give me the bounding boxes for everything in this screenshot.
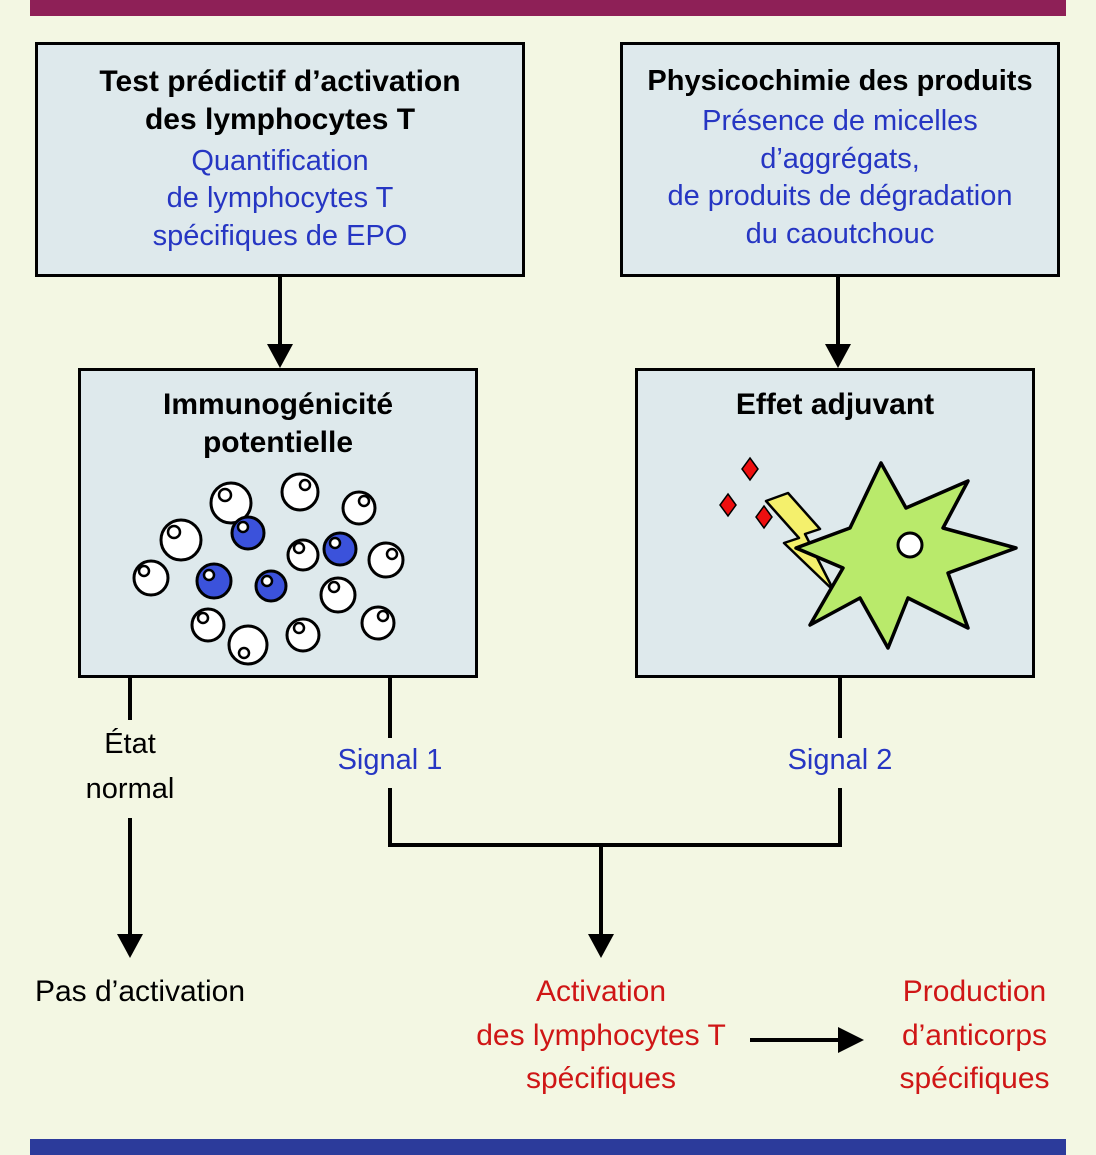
arrow-physico-to-adjuvant: [825, 277, 851, 368]
resting-lymphocyte: [285, 617, 321, 653]
box-test-predictif-subtitle: Quantification de lymphocytes T spécifiq…: [152, 144, 408, 253]
label-pas-activation: Pas d’activation: [34, 975, 246, 1008]
label-signal-1: Signal 1: [337, 744, 443, 776]
box-test-predictif: Test prédictif d’activation des lymphocy…: [35, 42, 525, 277]
resting-lymphocyte: [341, 490, 377, 526]
activated-lymphocyte: [322, 531, 358, 567]
antigen-diamond-icon: [719, 492, 737, 518]
label-production: Production d’anticorps spécifiques: [899, 975, 1050, 1095]
lymphocyte-cluster-illustration: [132, 472, 405, 666]
resting-lymphocyte: [280, 472, 320, 512]
label-signal-2: Signal 2: [787, 744, 893, 776]
bottom-border-bar: [30, 1139, 1066, 1155]
label-etat-normal: État normal: [85, 728, 175, 805]
resting-lymphocyte: [367, 541, 405, 579]
resting-lymphocyte: [190, 607, 226, 643]
resting-lymphocyte: [209, 481, 253, 525]
box-immunogenicite: Immunogénicité potentielle: [78, 368, 478, 678]
activated-lymphocyte: [230, 515, 266, 551]
resting-lymphocyte: [360, 605, 396, 641]
lightning-bolt-icon: [764, 491, 836, 593]
box-test-predictif-title: Test prédictif d’activation des lymphocy…: [99, 65, 461, 137]
antigen-diamond-icon: [741, 456, 759, 482]
activated-lymphocyte: [254, 569, 288, 603]
arrow-activation-to-production: [750, 1027, 864, 1053]
cell-vesicle: [896, 531, 924, 559]
top-border-bar: [30, 0, 1066, 16]
antigen-diamond-icon: [755, 504, 773, 530]
resting-lymphocyte: [159, 518, 203, 562]
box-physicochimie-subtitle: Présence de micelles d’aggrégats, de pro…: [667, 105, 1013, 251]
box-immunogenicite-title: Immunogénicité potentielle: [162, 388, 394, 460]
box-physicochimie-title: Physicochimie des produits: [647, 65, 1033, 97]
activated-lymphocyte: [195, 562, 233, 600]
connector-signals-merge: [388, 843, 842, 958]
arrow-etat-normal: [117, 678, 143, 958]
box-physicochimie: Physicochimie des produits Présence de m…: [620, 42, 1060, 277]
box-effet-adjuvant: Effet adjuvant: [635, 368, 1035, 678]
resting-lymphocyte: [319, 576, 357, 614]
box-effet-adjuvant-title: Effet adjuvant: [735, 388, 935, 421]
arrow-test-to-immunogenicite: [267, 277, 293, 368]
resting-lymphocyte: [132, 559, 170, 597]
label-activation: Activation des lymphocytes T spécifiques: [476, 975, 726, 1095]
resting-lymphocyte: [227, 624, 269, 666]
dendritic-cell-illustration: [719, 456, 1018, 650]
resting-lymphocyte: [286, 538, 320, 572]
